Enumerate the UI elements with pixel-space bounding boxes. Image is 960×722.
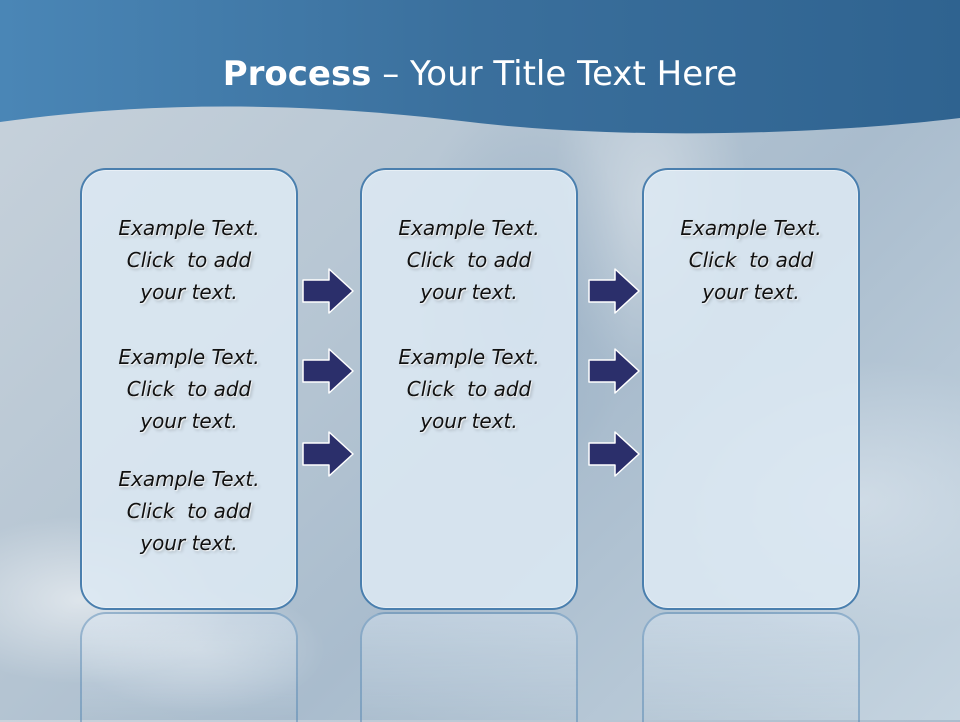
text-line: your text. bbox=[420, 409, 518, 433]
text-line: Example Text. bbox=[680, 216, 822, 240]
text-line: your text. bbox=[140, 531, 238, 555]
text-line: Click to add bbox=[126, 377, 252, 401]
arrow-right-icon[interactable] bbox=[302, 348, 354, 394]
text-block[interactable]: Example Text. Click to add your text. bbox=[82, 463, 296, 559]
text-line: Example Text. bbox=[118, 216, 260, 240]
text-line: your text. bbox=[140, 280, 238, 304]
text-line: Example Text. bbox=[118, 467, 260, 491]
text-block[interactable]: Example Text. Click to add your text. bbox=[82, 341, 296, 437]
text-line: your text. bbox=[420, 280, 518, 304]
text-block[interactable]: Example Text. Click to add your text. bbox=[644, 212, 858, 308]
slide-title[interactable]: Process – Your Title Text Here bbox=[0, 52, 960, 96]
text-block[interactable]: Example Text. Click to add your text. bbox=[362, 341, 576, 437]
text-line: Example Text. bbox=[398, 216, 540, 240]
text-line: Click to add bbox=[126, 248, 252, 272]
box-reflection bbox=[642, 612, 860, 722]
text-block[interactable]: Example Text. Click to add your text. bbox=[82, 212, 296, 308]
title-bold: Process bbox=[222, 54, 372, 94]
text-block[interactable]: Example Text. Click to add your text. bbox=[362, 212, 576, 308]
text-line: Click to add bbox=[406, 248, 532, 272]
arrow-right-icon[interactable] bbox=[588, 431, 640, 477]
text-line: Click to add bbox=[126, 499, 252, 523]
process-box-2[interactable]: Example Text. Click to add your text. Ex… bbox=[360, 168, 578, 610]
arrow-right-icon[interactable] bbox=[302, 431, 354, 477]
process-box-1[interactable]: Example Text. Click to add your text. Ex… bbox=[80, 168, 298, 610]
arrow-right-icon[interactable] bbox=[302, 268, 354, 314]
text-line: your text. bbox=[140, 409, 238, 433]
arrow-right-icon[interactable] bbox=[588, 348, 640, 394]
text-line: Click to add bbox=[406, 377, 532, 401]
box-reflection bbox=[80, 612, 298, 722]
text-line: Example Text. bbox=[398, 345, 540, 369]
text-line: your text. bbox=[702, 280, 800, 304]
arrow-right-icon[interactable] bbox=[588, 268, 640, 314]
box-reflection bbox=[360, 612, 578, 722]
text-line: Click to add bbox=[688, 248, 814, 272]
process-box-3[interactable]: Example Text. Click to add your text. bbox=[642, 168, 860, 610]
header-band bbox=[0, 0, 960, 134]
title-rest: – Your Title Text Here bbox=[371, 54, 738, 94]
text-line: Example Text. bbox=[118, 345, 260, 369]
